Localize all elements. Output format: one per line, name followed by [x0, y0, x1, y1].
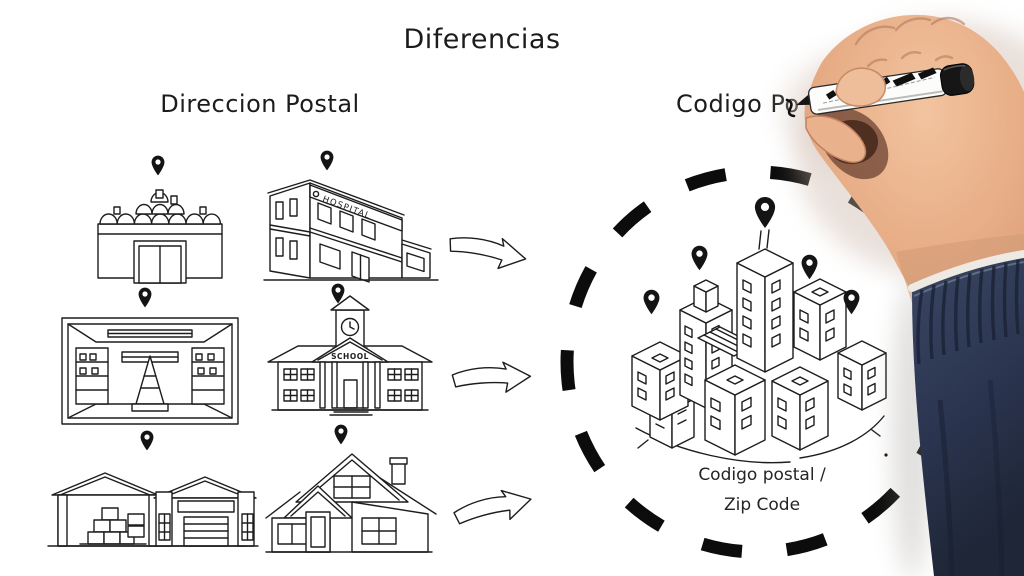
cuff-ribs — [916, 259, 1020, 365]
warehouse-building — [47, 472, 259, 547]
cuff-trim — [908, 250, 1024, 292]
iso-building — [704, 364, 766, 456]
location-pin-icon — [140, 430, 154, 451]
caption-line-1: Codigo postal / — [698, 465, 826, 485]
iso-building — [793, 278, 847, 361]
zip-code-caption: Codigo postal / Zip Code — [652, 460, 872, 520]
location-pin-icon — [643, 289, 660, 315]
iso-building — [631, 341, 689, 421]
location-pin-icon — [801, 254, 818, 280]
sleeve — [908, 250, 1024, 576]
partial-letter-stroke — [785, 98, 796, 118]
mission-building — [97, 189, 223, 284]
location-pin-icon — [691, 245, 708, 271]
arrow-right-icon — [450, 483, 535, 532]
school-sign: SCHOOL — [331, 352, 369, 361]
location-pin-icon — [334, 424, 348, 445]
location-pin-icon — [754, 196, 776, 229]
caption-line-2: Zip Code — [723, 495, 801, 515]
hospital-building: HOSPITAL — [263, 179, 439, 283]
iso-building — [837, 340, 887, 411]
iso-tower — [736, 229, 794, 373]
location-pin-icon — [331, 283, 345, 304]
thumb — [805, 115, 867, 163]
store-interior — [61, 317, 239, 425]
index-fingertip — [835, 67, 886, 107]
arrow-right-icon — [445, 227, 530, 275]
suburban-house — [265, 453, 437, 553]
location-pin-icon — [151, 155, 165, 176]
left-column-heading: Direccion Postal — [160, 90, 360, 118]
location-pin-icon — [320, 150, 334, 171]
hand-holding-marker — [780, 14, 1024, 576]
city-block — [631, 229, 888, 464]
school-building: SCHOOL — [267, 295, 433, 416]
iso-building — [771, 366, 829, 451]
arrow-right-icon — [451, 360, 532, 395]
location-pin-icon — [138, 287, 152, 308]
page-title: Diferencias — [403, 24, 561, 55]
